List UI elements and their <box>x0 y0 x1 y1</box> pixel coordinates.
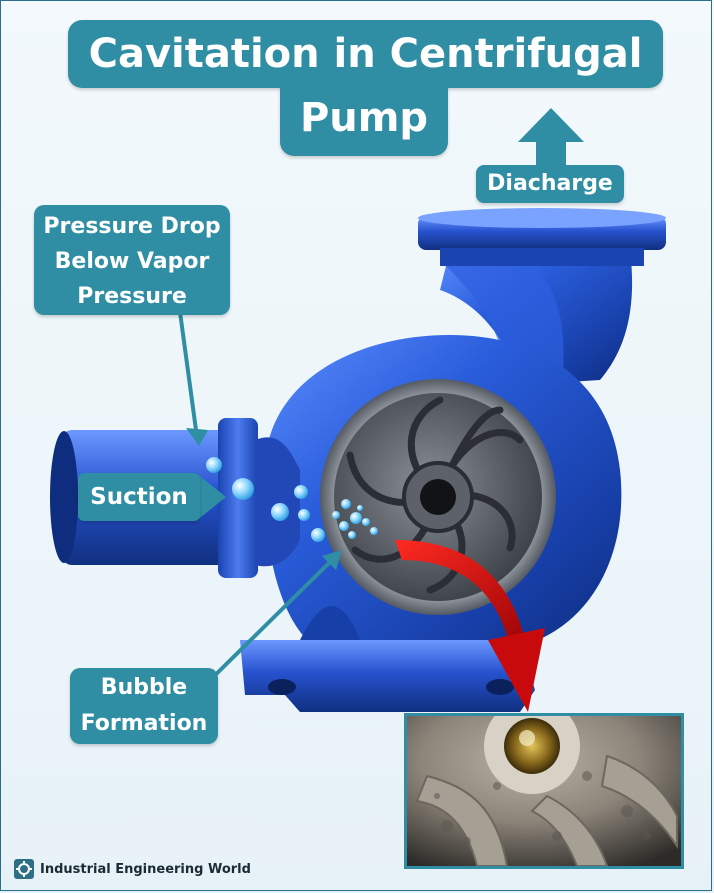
impeller <box>320 379 556 615</box>
pressure-drop-pointer <box>178 311 208 446</box>
bubble-formation-pointer <box>198 550 342 692</box>
suction-pipe <box>50 418 300 578</box>
pressure-drop-line-3: Pressure <box>77 284 187 309</box>
pressure-drop-line-1: Pressure Drop <box>43 214 221 239</box>
bubble-formation-line-1: Bubble <box>100 675 188 700</box>
title-line-1: Cavitation in Centrifugal <box>68 20 663 88</box>
pressure-drop-label: Pressure Drop Below Vapor Pressure <box>34 205 230 315</box>
damaged-impeller-photo <box>404 713 684 869</box>
title-line-2: Pump <box>280 86 448 156</box>
suction-arrow <box>196 473 226 521</box>
gear-icon <box>14 859 34 879</box>
bubble-formation-label: Bubble Formation <box>70 668 218 744</box>
damage-arrow <box>395 540 545 712</box>
pressure-drop-line-2: Below Vapor <box>54 249 210 274</box>
cavitation-bubbles <box>206 457 378 542</box>
footer-brand: Industrial Engineering World <box>14 857 251 881</box>
discharge-arrow <box>518 108 584 166</box>
bubble-formation-line-2: Formation <box>80 711 208 736</box>
discharge-label: Diacharge <box>476 165 624 203</box>
footer-brand-text: Industrial Engineering World <box>40 861 251 877</box>
suction-label: Suction <box>78 473 200 521</box>
